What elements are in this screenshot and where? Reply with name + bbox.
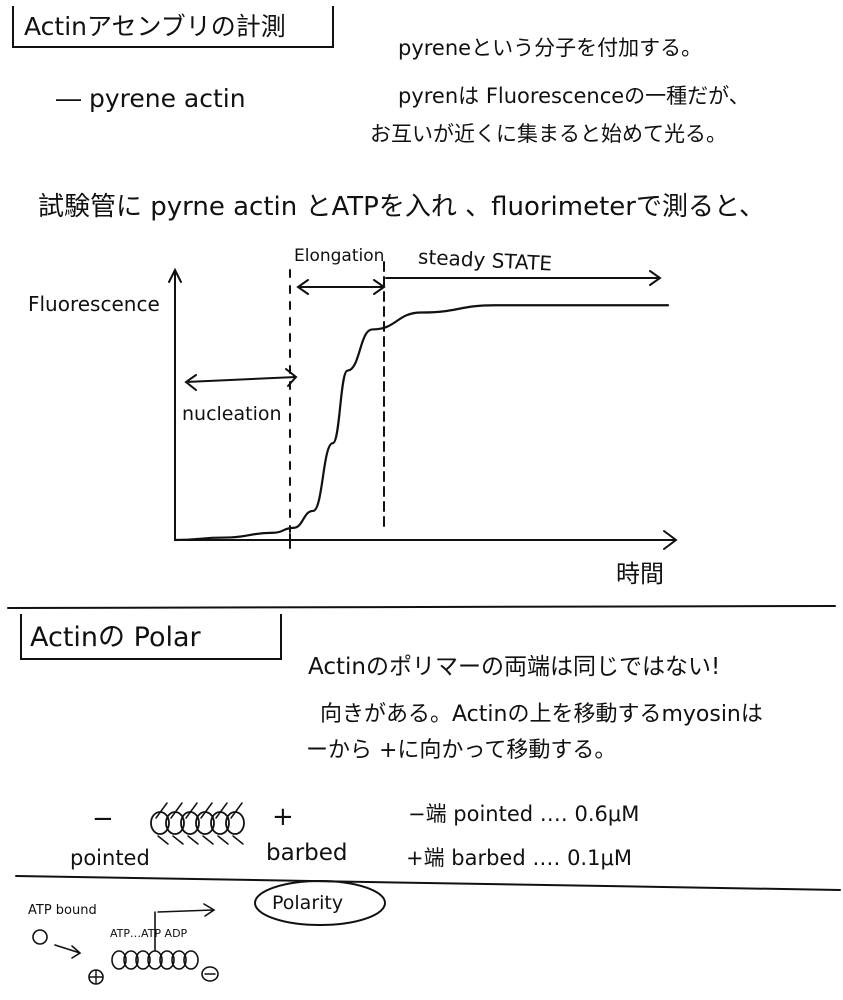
section1-title: Actinアセンブリの計測 (24, 12, 286, 41)
section2-title: Actinの Polar (30, 622, 201, 653)
filament-tick-mark (157, 835, 169, 845)
polar-title-box (20, 614, 282, 660)
polar-text-line-3: ーから +に向かって移動する。 (306, 738, 617, 763)
steady-state-arrow (385, 270, 662, 286)
elongation-arrow (296, 279, 386, 295)
atp-bound-label: ATP bound (28, 903, 97, 918)
plus-sign: + (272, 802, 294, 832)
phase-label-steady-state: steady STATE (417, 244, 553, 276)
bullet-pyrene-actin: ― pyrene actin (56, 84, 246, 113)
note-line-3: お互いが近くに集まると始めて光る。 (370, 122, 727, 146)
note-line-1: pyreneという分子を付加する。 (398, 36, 703, 60)
monomer-arrow (54, 944, 82, 959)
growth-arrow (157, 903, 216, 917)
filament-tick-mark (202, 835, 214, 845)
filament-tick-mark (232, 835, 244, 845)
filament-subunit (123, 950, 139, 970)
x-axis-label: 時間 (616, 560, 664, 588)
barbed-label: barbed (266, 840, 348, 866)
section-divider-2 (15, 875, 841, 891)
polar-text-line-2: 向きがある。Actinの上を移動するmyosinは (320, 702, 763, 727)
experiment-description: 試験管に pyrne actin とATPを入れ 、fluorimeterで測る… (38, 192, 765, 222)
y-axis-label: Fluorescence (28, 292, 160, 316)
x-axis-arrowhead (663, 530, 678, 550)
myosin-head-mark (185, 802, 198, 819)
critical-conc-minus-end: −端 pointed ‥‥ 0.6μM (408, 802, 640, 826)
polarity-label: Polarity (272, 892, 344, 914)
polarity-ellipse (254, 880, 386, 926)
filament-subunit (147, 950, 163, 970)
filament-subunit (183, 950, 199, 970)
critical-conc-plus-end: +端 barbed ‥‥ 0.1μM (406, 846, 632, 870)
filament-subunit (135, 950, 151, 970)
filament-subunit (159, 950, 175, 970)
filament-tick-mark (172, 835, 184, 845)
filament-tick-mark (217, 835, 229, 845)
nucleation-arrow (184, 368, 298, 391)
plus-sign-icon (89, 970, 103, 984)
filament-tick-mark (187, 835, 199, 845)
minus-end-circle (201, 966, 219, 982)
myosin-head-mark (215, 802, 228, 819)
filament-subunit (111, 950, 127, 970)
monomer-circle (32, 929, 48, 945)
phase-label-nucleation: nucleation (182, 403, 282, 425)
myosin-head-mark (170, 802, 183, 819)
minus-sign: − (92, 804, 114, 834)
polar-text-line-1: Actinのポリマーの両端は同じではない! (308, 654, 721, 680)
phase-label-elongation: Elongation (294, 246, 385, 266)
y-axis-arrowhead (168, 267, 182, 283)
myosin-head-mark (200, 802, 213, 819)
myosin-head-mark (155, 802, 168, 819)
plus-end-circle (88, 969, 104, 985)
myosin-head-mark (230, 802, 243, 819)
filament-subunit (171, 950, 187, 970)
note-line-2: pyrenは Fluorescenceの一種だが、 (398, 84, 750, 108)
section-divider-1 (7, 605, 836, 609)
pointed-label: pointed (70, 846, 150, 870)
title-box (12, 6, 334, 48)
atp-adp-label: ATP…ATP ADP (110, 927, 188, 940)
fluorescence-curve (173, 304, 670, 542)
